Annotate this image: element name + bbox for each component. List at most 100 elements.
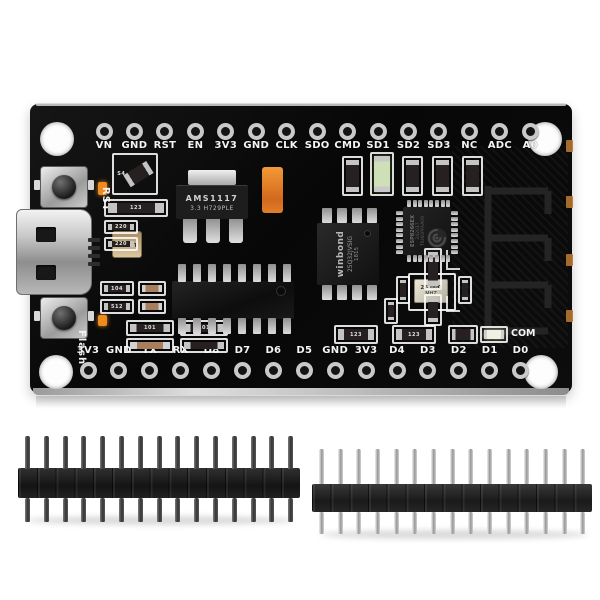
header-pin bbox=[100, 498, 105, 522]
chip-pin bbox=[396, 222, 403, 227]
smd-component bbox=[424, 248, 442, 290]
chip-pin bbox=[451, 239, 458, 243]
chip-pin bbox=[178, 264, 186, 282]
pin-label-bottom: D5 bbox=[296, 345, 313, 356]
chip-pin bbox=[253, 264, 261, 282]
pin-label-top: 3V3 bbox=[214, 140, 238, 151]
board-shadow bbox=[36, 396, 566, 408]
pin-label-bottom: 3V3 bbox=[76, 345, 100, 356]
regulator-tab bbox=[188, 170, 236, 185]
micro-usb-connector bbox=[16, 209, 92, 295]
smd-component bbox=[180, 338, 228, 353]
chip-pin bbox=[208, 318, 216, 334]
pin-hole-top bbox=[278, 123, 296, 140]
pin-hole-bottom bbox=[79, 362, 97, 379]
header-pin bbox=[288, 498, 293, 522]
chip-pin bbox=[423, 200, 428, 207]
edge-pad bbox=[566, 254, 573, 266]
smd-body bbox=[400, 280, 406, 300]
smd-diode-body bbox=[123, 160, 154, 188]
flash-brand: winbond bbox=[336, 230, 346, 278]
chip-pin bbox=[412, 200, 417, 207]
chip-pin bbox=[451, 244, 458, 249]
pin-hole-top bbox=[95, 123, 113, 140]
header-pin bbox=[524, 449, 529, 484]
pin-label-bottom: GND bbox=[106, 345, 132, 356]
chip-pin bbox=[367, 208, 377, 223]
chip-pin bbox=[238, 264, 246, 282]
smd-body bbox=[406, 160, 419, 192]
header-pin bbox=[468, 512, 473, 534]
header-pin bbox=[175, 498, 180, 522]
smd-body bbox=[184, 342, 224, 349]
smd-body: 123 bbox=[108, 203, 164, 213]
chip-pin bbox=[440, 255, 445, 262]
header-pin bbox=[119, 436, 124, 469]
chip-pin bbox=[440, 200, 445, 207]
smd-body bbox=[388, 302, 394, 320]
chip-pin bbox=[337, 285, 347, 300]
usb-slot bbox=[36, 227, 56, 242]
smd-body bbox=[142, 285, 162, 292]
mounting-hole bbox=[39, 355, 73, 389]
smd-component bbox=[342, 156, 363, 196]
pin-label-top: SD3 bbox=[427, 140, 451, 151]
chip-pin bbox=[178, 318, 186, 334]
chip-pin bbox=[367, 285, 377, 300]
pin-hole-top bbox=[308, 123, 326, 140]
pin-hole-top bbox=[521, 123, 539, 140]
smd-component bbox=[138, 299, 166, 314]
chip-pin bbox=[223, 264, 231, 282]
board-plated-edge bbox=[33, 388, 569, 395]
pin-hole-bottom bbox=[172, 362, 190, 379]
regulator-leg bbox=[183, 218, 197, 243]
pin-label-bottom: 3V3 bbox=[354, 345, 378, 356]
chip-pin bbox=[283, 264, 291, 282]
chip-pin bbox=[435, 200, 439, 207]
header-pin bbox=[157, 436, 162, 469]
header-pin bbox=[450, 512, 455, 534]
header-pin bbox=[44, 436, 49, 469]
pin-hole-bottom bbox=[141, 362, 159, 379]
header-pin bbox=[232, 498, 237, 522]
pin-hole-bottom bbox=[388, 362, 406, 379]
usb-contact bbox=[88, 238, 100, 242]
pin-hole-bottom bbox=[481, 362, 499, 379]
usb-contact bbox=[88, 246, 100, 250]
header-pin bbox=[356, 449, 361, 484]
chip-pin bbox=[396, 211, 403, 215]
flash-button bbox=[40, 297, 88, 339]
header-pin bbox=[394, 449, 399, 484]
chip-pin bbox=[396, 233, 403, 238]
smd-component: 101 bbox=[180, 320, 228, 336]
pin-hole-bottom bbox=[450, 362, 468, 379]
chip-pin bbox=[446, 200, 451, 207]
chip-pin bbox=[435, 255, 439, 262]
header-pin bbox=[194, 436, 199, 469]
pin-label-top: SD1 bbox=[366, 140, 390, 151]
header-pin bbox=[375, 512, 380, 534]
smd-body bbox=[428, 252, 438, 286]
chip-pin bbox=[418, 255, 423, 262]
header-pin bbox=[138, 436, 143, 469]
header-pin bbox=[356, 512, 361, 534]
smd-component bbox=[424, 294, 442, 326]
button-leg bbox=[88, 311, 94, 321]
header-pin bbox=[506, 449, 511, 484]
pcb-antenna bbox=[484, 186, 552, 335]
header-pin bbox=[269, 436, 274, 469]
header-pin bbox=[506, 512, 511, 534]
chip-pin bbox=[451, 216, 458, 221]
chip-pin bbox=[446, 255, 451, 262]
chip-pin bbox=[193, 264, 201, 282]
pin-label-bottom: D3 bbox=[419, 345, 436, 356]
smd-component bbox=[138, 281, 166, 296]
pin-label-bottom: D8 bbox=[203, 345, 220, 356]
smd-body: 123 bbox=[338, 329, 374, 340]
header-pin bbox=[63, 436, 68, 469]
header-pin bbox=[157, 498, 162, 522]
edge-pad bbox=[566, 310, 573, 322]
header-pin bbox=[119, 498, 124, 522]
pin-hole-top bbox=[460, 123, 478, 140]
